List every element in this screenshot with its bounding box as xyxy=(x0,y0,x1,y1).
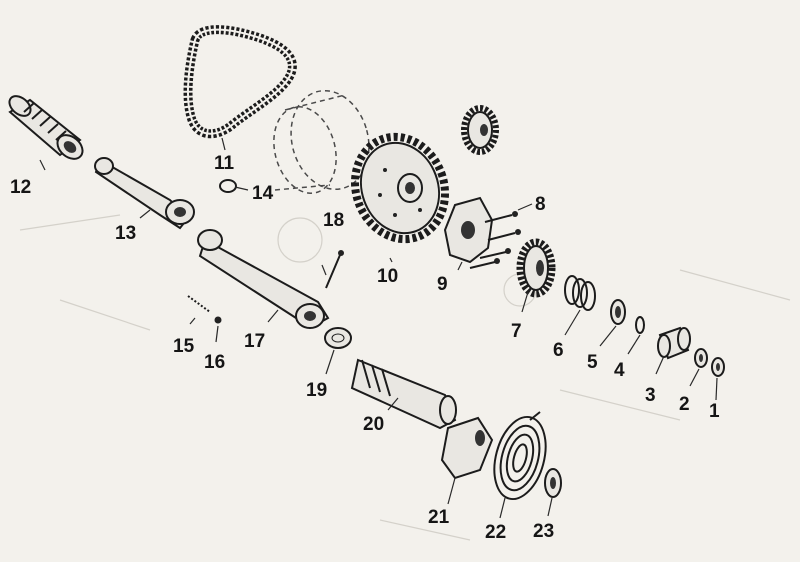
callout-1: 1 xyxy=(709,401,720,422)
background-ghost-marks xyxy=(19,214,791,541)
part-11-drive-chain xyxy=(183,25,297,139)
callout-23: 23 xyxy=(533,521,554,542)
part-8-screws xyxy=(469,211,521,269)
part-20-kick-shaft xyxy=(350,358,457,430)
callout-8: 8 xyxy=(535,194,546,215)
part-22-return-spring xyxy=(493,411,547,501)
callout-14: 14 xyxy=(252,183,274,204)
part-4-ring xyxy=(635,316,645,334)
callout-2: 2 xyxy=(679,394,690,415)
part-14-circlip xyxy=(219,179,237,193)
part-16-ball xyxy=(214,316,222,324)
callout-22: 22 xyxy=(485,522,506,543)
part-2-washer xyxy=(694,348,708,368)
callout-16: 16 xyxy=(204,352,225,373)
callout-labels: 12 11 14 13 18 8 10 9 15 16 17 7 6 5 4 3… xyxy=(10,153,720,543)
callout-5: 5 xyxy=(587,352,598,373)
leader-lines xyxy=(39,137,718,519)
part-19-washer xyxy=(324,327,352,349)
part-13-kick-lever xyxy=(94,157,195,230)
part-small-sprocket xyxy=(461,105,499,155)
callout-10: 10 xyxy=(377,266,398,287)
callout-9: 9 xyxy=(437,274,448,295)
part-17-kick-arm xyxy=(197,229,330,330)
callout-4: 4 xyxy=(614,360,625,381)
part-5-washer xyxy=(610,299,626,325)
part-10-sprocket-gear xyxy=(350,132,450,244)
part-15-small-spring xyxy=(187,295,211,313)
callout-7: 7 xyxy=(511,321,522,342)
callout-15: 15 xyxy=(173,336,195,357)
part-3-bushing xyxy=(657,326,691,360)
part-7-gear xyxy=(516,238,556,298)
part-1-washer xyxy=(711,357,725,377)
callout-3: 3 xyxy=(645,385,656,406)
callout-18: 18 xyxy=(323,210,344,231)
callout-13: 13 xyxy=(115,223,136,244)
part-9-ratchet-plate xyxy=(443,196,494,264)
callout-21: 21 xyxy=(428,507,450,528)
callout-11: 11 xyxy=(214,153,235,174)
callout-20: 20 xyxy=(363,414,384,435)
callout-17: 17 xyxy=(244,331,265,352)
part-21-ratchet xyxy=(440,416,494,480)
callout-6: 6 xyxy=(553,340,564,361)
part-23-washer xyxy=(544,468,562,498)
part-12-rubber-grip xyxy=(8,95,84,160)
part-18-bolt xyxy=(325,250,344,289)
part-6-spring xyxy=(564,275,596,311)
callout-19: 19 xyxy=(306,380,327,401)
callout-12: 12 xyxy=(10,177,31,198)
